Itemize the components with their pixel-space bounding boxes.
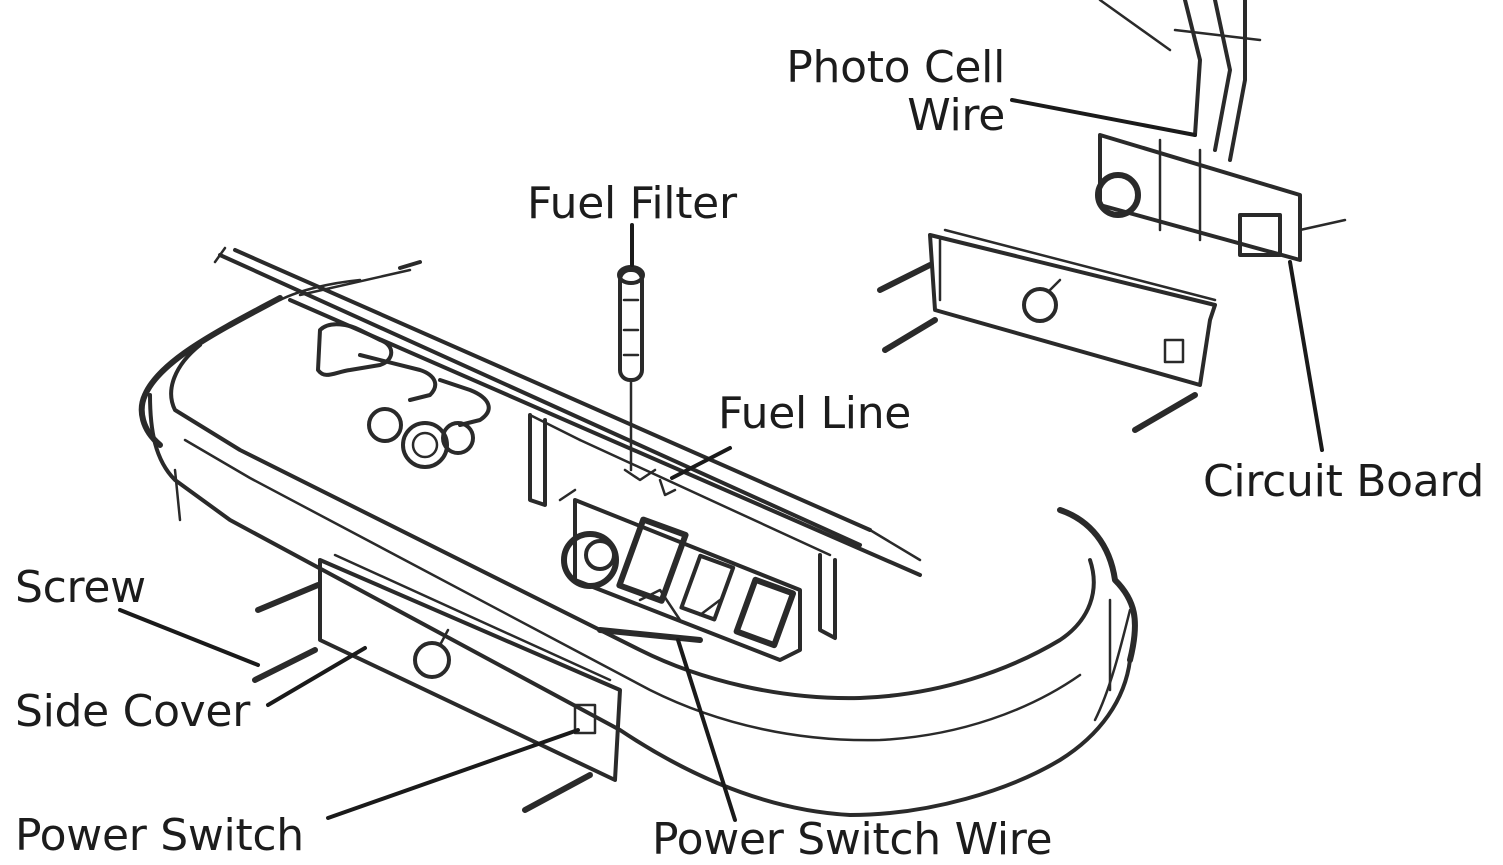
leader-side-cover	[266, 646, 367, 707]
leader-lines	[118, 98, 1324, 822]
left-side-cover	[252, 553, 622, 813]
label-power-switch: Power Switch	[15, 810, 304, 861]
label-screw: Screw	[15, 562, 146, 613]
control-module	[561, 498, 802, 662]
fuel-line-part	[658, 478, 677, 497]
label-fuel-filter: Fuel Filter	[527, 178, 737, 229]
leader-power-switch	[326, 728, 580, 820]
label-power-switch-wire: Power Switch Wire	[652, 814, 1053, 865]
leader-fuel-line	[670, 446, 732, 480]
label-photo-cell-wire-line1: Photo Cell	[786, 42, 1005, 93]
right-side-cover	[877, 228, 1217, 433]
leader-photo-cell-wire	[1010, 98, 1197, 137]
label-fuel-line: Fuel Line	[718, 388, 912, 439]
fuel-filter-part	[617, 265, 657, 482]
fuel-tank	[138, 246, 1138, 817]
power-switch-wire-part	[597, 627, 703, 643]
leader-circuit-board	[1288, 260, 1324, 452]
label-circuit-board: Circuit Board	[1203, 456, 1485, 507]
circuit-board-part	[1095, 0, 1347, 262]
leader-screw	[118, 608, 260, 667]
label-photo-cell-wire-line2: Wire	[907, 90, 1005, 141]
leader-power-switch-wire	[676, 638, 737, 822]
label-side-cover: Side Cover	[15, 686, 250, 737]
